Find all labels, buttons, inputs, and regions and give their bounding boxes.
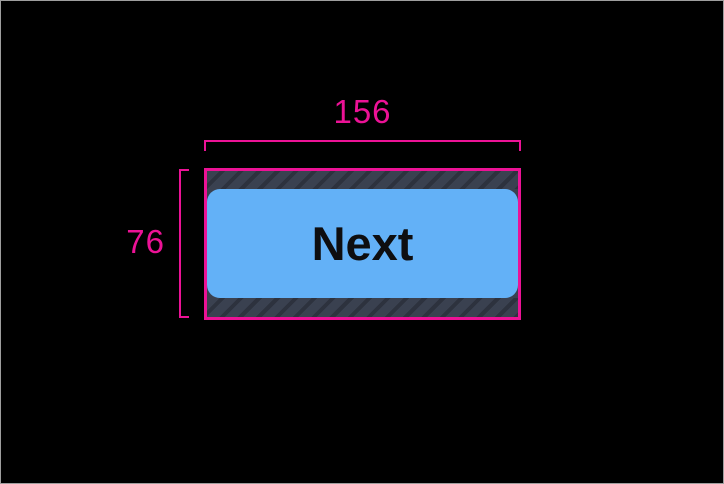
height-measure-bracket	[179, 169, 189, 318]
height-measure-label: 76	[126, 223, 165, 260]
widget-bounds-overlay: Next	[204, 168, 521, 320]
padding-hatch-top	[207, 171, 518, 189]
width-measure-label: 156	[333, 93, 392, 130]
next-button-label: Next	[311, 217, 414, 270]
padding-hatch-bottom	[207, 298, 518, 317]
next-button[interactable]: Next	[207, 189, 518, 298]
width-measure-bracket	[204, 140, 521, 151]
